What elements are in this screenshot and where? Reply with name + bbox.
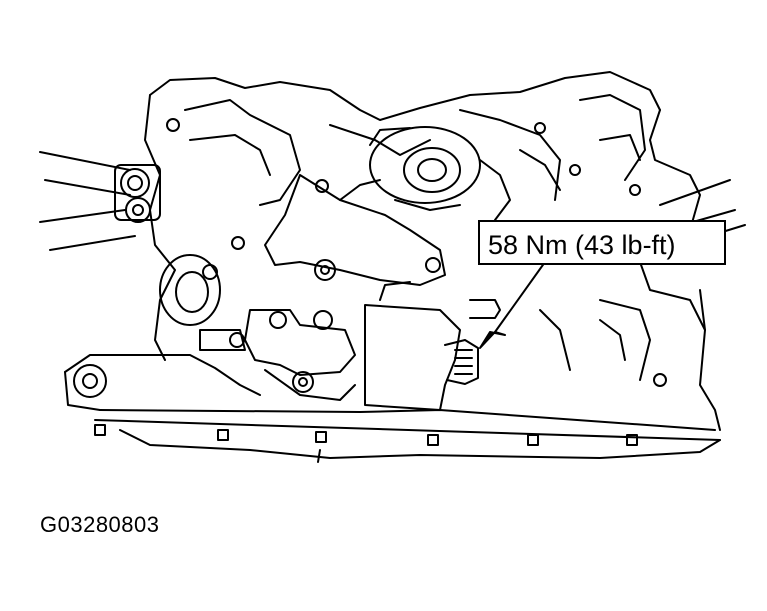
upper-bracket-lines <box>184 94 646 221</box>
lower-bolt-bracket <box>199 309 356 401</box>
engine-mount-bracket <box>264 174 446 286</box>
pulley-assembly <box>369 126 481 211</box>
left-leader-lines <box>39 151 136 251</box>
left-bolt-cluster <box>114 118 245 280</box>
right-body-lines <box>534 122 706 387</box>
figure-id: G03280803 <box>40 512 160 537</box>
transmission-housing <box>364 281 501 411</box>
torque-leader-arrow <box>479 261 546 349</box>
torque-callout: 58 Nm (43 lb-ft) <box>478 220 726 265</box>
subframe-rail <box>64 354 721 463</box>
lower-left-pulley <box>159 254 221 326</box>
torque-callout-text: 58 Nm (43 lb-ft) <box>488 230 676 260</box>
